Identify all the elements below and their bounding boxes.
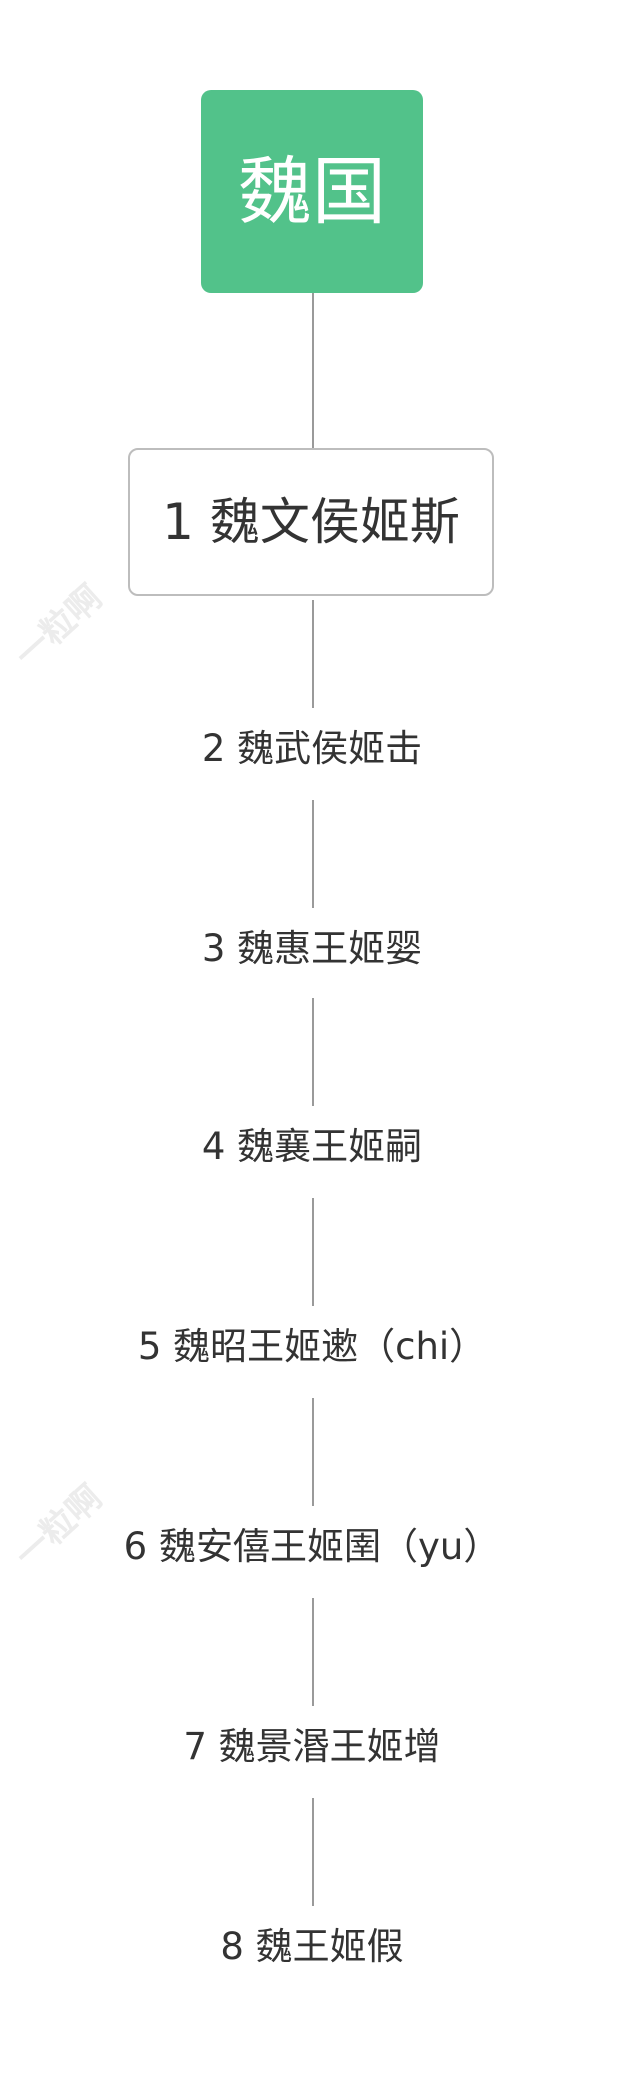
node-1[interactable]: 1 魏文侯姬斯 xyxy=(128,448,494,596)
connector-7-8 xyxy=(312,1798,314,1906)
node-4-label: 4 魏襄王姬嗣 xyxy=(201,1125,423,1168)
node-8[interactable]: 8 魏王姬假 xyxy=(0,1928,624,1965)
root-node[interactable]: 魏国 xyxy=(201,90,423,293)
node-2-label: 2 魏武侯姬击 xyxy=(201,727,423,770)
root-node-label: 魏国 xyxy=(238,148,386,235)
node-1-label: 1 魏文侯姬斯 xyxy=(162,493,460,551)
connector-6-7 xyxy=(312,1598,314,1706)
connector-4-5 xyxy=(312,1198,314,1306)
node-5[interactable]: 5 魏昭王姬遬（chi） xyxy=(0,1328,624,1365)
connector-2-3 xyxy=(312,800,314,908)
node-3[interactable]: 3 魏惠王姬婴 xyxy=(0,930,624,967)
node-7-label: 7 魏景湣王姬增 xyxy=(183,1725,441,1768)
node-7[interactable]: 7 魏景湣王姬增 xyxy=(0,1728,624,1765)
connector-5-6 xyxy=(312,1398,314,1506)
node-8-label: 8 魏王姬假 xyxy=(220,1925,404,1968)
watermark-1: 一粒啊 xyxy=(7,577,110,676)
connector-1-2 xyxy=(312,600,314,708)
connector-3-4 xyxy=(312,998,314,1106)
node-4[interactable]: 4 魏襄王姬嗣 xyxy=(0,1128,624,1165)
connector-root-1 xyxy=(312,293,314,448)
node-5-label: 5 魏昭王姬遬（chi） xyxy=(137,1325,487,1368)
node-2[interactable]: 2 魏武侯姬击 xyxy=(0,730,624,767)
node-3-label: 3 魏惠王姬婴 xyxy=(201,927,423,970)
node-6[interactable]: 6 魏安僖王姬圉（yu） xyxy=(0,1528,624,1565)
node-6-label: 6 魏安僖王姬圉（yu） xyxy=(123,1525,501,1568)
